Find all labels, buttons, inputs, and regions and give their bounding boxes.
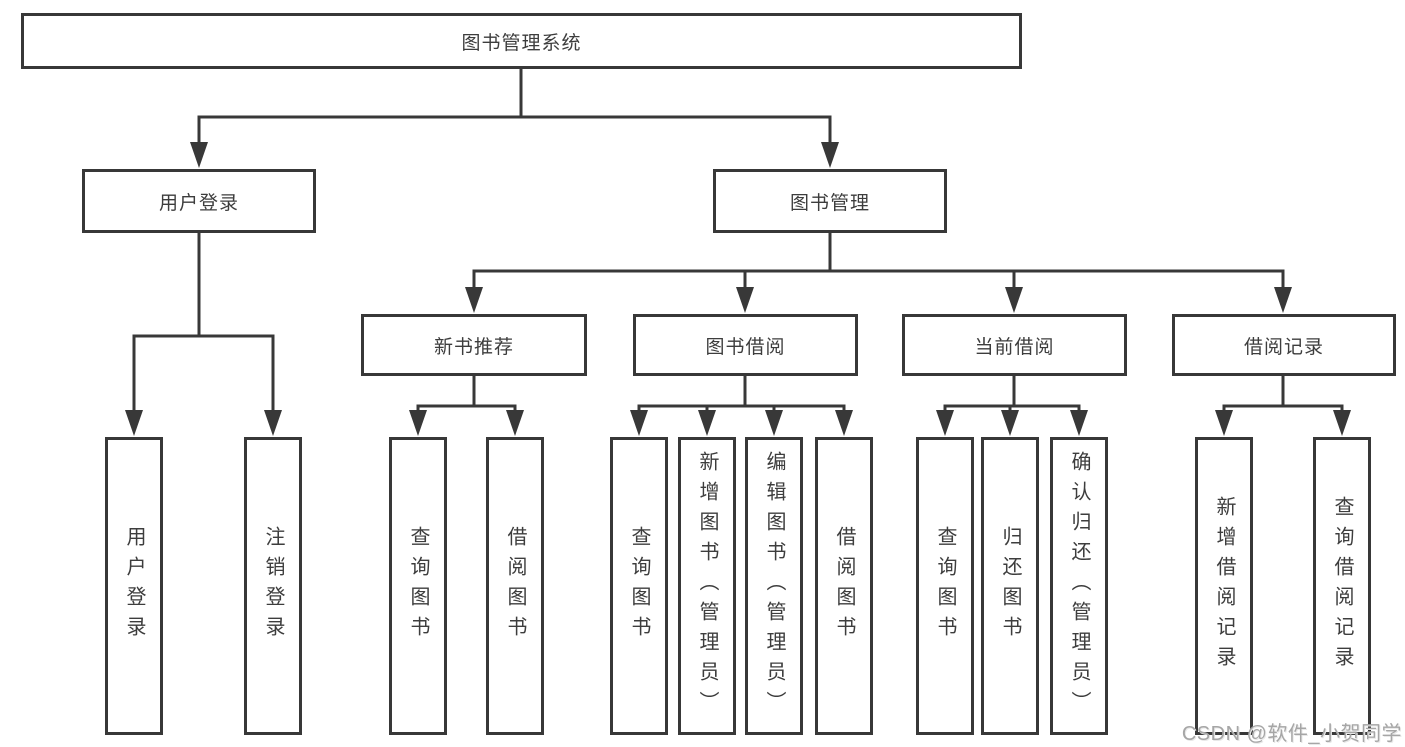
leaf-label: 查询借阅记录 bbox=[1331, 496, 1353, 676]
leaf-query-books-3: 查询图书 bbox=[916, 437, 974, 735]
leaf-label: 用户登录 bbox=[123, 526, 145, 646]
arrowhead bbox=[190, 142, 208, 168]
edge-book-mgmt-to-level3 bbox=[472, 232, 1285, 296]
arrowhead bbox=[125, 410, 143, 436]
leaf-borrow-books-1: 借阅图书 bbox=[486, 437, 544, 735]
node-book-borrowing: 图书借阅 bbox=[633, 314, 858, 376]
leaf-confirm-return-admin: 确认归还（管理员） bbox=[1050, 437, 1108, 735]
leaf-edit-books-admin: 编辑图书（管理员） bbox=[745, 437, 803, 735]
leaf-label: 注销登录 bbox=[262, 526, 284, 646]
connector-line-group bbox=[132, 68, 1344, 420]
edge-root-to-level2 bbox=[197, 68, 832, 150]
leaf-label: 借阅图书 bbox=[833, 526, 855, 646]
arrowhead bbox=[465, 287, 483, 313]
leaf-label: 确认归还（管理员） bbox=[1068, 451, 1090, 721]
leaf-add-borrow-record: 新增借阅记录 bbox=[1195, 437, 1253, 735]
edge-borrow-record-to-leaves bbox=[1222, 376, 1344, 420]
leaf-logout: 注销登录 bbox=[244, 437, 302, 735]
arrowhead bbox=[1333, 410, 1351, 436]
leaf-user-login: 用户登录 bbox=[105, 437, 163, 735]
arrowhead bbox=[936, 410, 954, 436]
leaf-label: 查询图书 bbox=[934, 526, 956, 646]
arrowhead bbox=[1215, 410, 1233, 436]
leaf-return-books: 归还图书 bbox=[981, 437, 1039, 735]
node-borrowing-records: 借阅记录 bbox=[1172, 314, 1396, 376]
arrowhead-group bbox=[125, 142, 1351, 436]
arrowhead bbox=[630, 410, 648, 436]
leaf-label: 查询图书 bbox=[407, 526, 429, 646]
leaf-query-borrow-record: 查询借阅记录 bbox=[1313, 437, 1371, 735]
edge-new-book-rec-to-leaves bbox=[416, 376, 517, 420]
arrowhead bbox=[821, 142, 839, 168]
csdn-watermark: CSDN @软件_小贺同学 bbox=[1181, 723, 1402, 745]
node-book-management: 图书管理 bbox=[713, 169, 947, 233]
node-library-management-system: 图书管理系统 bbox=[21, 13, 1022, 69]
leaf-query-books-1: 查询图书 bbox=[389, 437, 447, 735]
leaf-label: 新增图书（管理员） bbox=[696, 451, 718, 721]
arrowhead bbox=[1274, 287, 1292, 313]
leaf-label: 借阅图书 bbox=[504, 526, 526, 646]
leaf-add-books-admin: 新增图书（管理员） bbox=[678, 437, 736, 735]
arrowhead bbox=[1001, 410, 1019, 436]
arrowhead bbox=[506, 410, 524, 436]
leaf-label: 查询图书 bbox=[628, 526, 650, 646]
arrowhead bbox=[1005, 287, 1023, 313]
leaf-label: 归还图书 bbox=[999, 526, 1021, 646]
node-new-book-recommendation: 新书推荐 bbox=[361, 314, 587, 376]
arrowhead bbox=[736, 287, 754, 313]
arrowhead bbox=[835, 410, 853, 436]
node-user-login: 用户登录 bbox=[82, 169, 316, 233]
leaf-label: 新增借阅记录 bbox=[1213, 496, 1235, 676]
leaf-borrow-books-2: 借阅图书 bbox=[815, 437, 873, 735]
leaf-label: 编辑图书（管理员） bbox=[763, 451, 785, 721]
edge-user-login-to-leaves bbox=[132, 232, 275, 418]
leaf-query-books-2: 查询图书 bbox=[610, 437, 668, 735]
arrowhead bbox=[1070, 410, 1088, 436]
node-current-borrowing: 当前借阅 bbox=[902, 314, 1127, 376]
arrowhead bbox=[409, 410, 427, 436]
arrowhead bbox=[264, 410, 282, 436]
edge-book-borrow-to-leaves bbox=[637, 376, 846, 420]
arrowhead bbox=[698, 410, 716, 436]
arrowhead bbox=[765, 410, 783, 436]
